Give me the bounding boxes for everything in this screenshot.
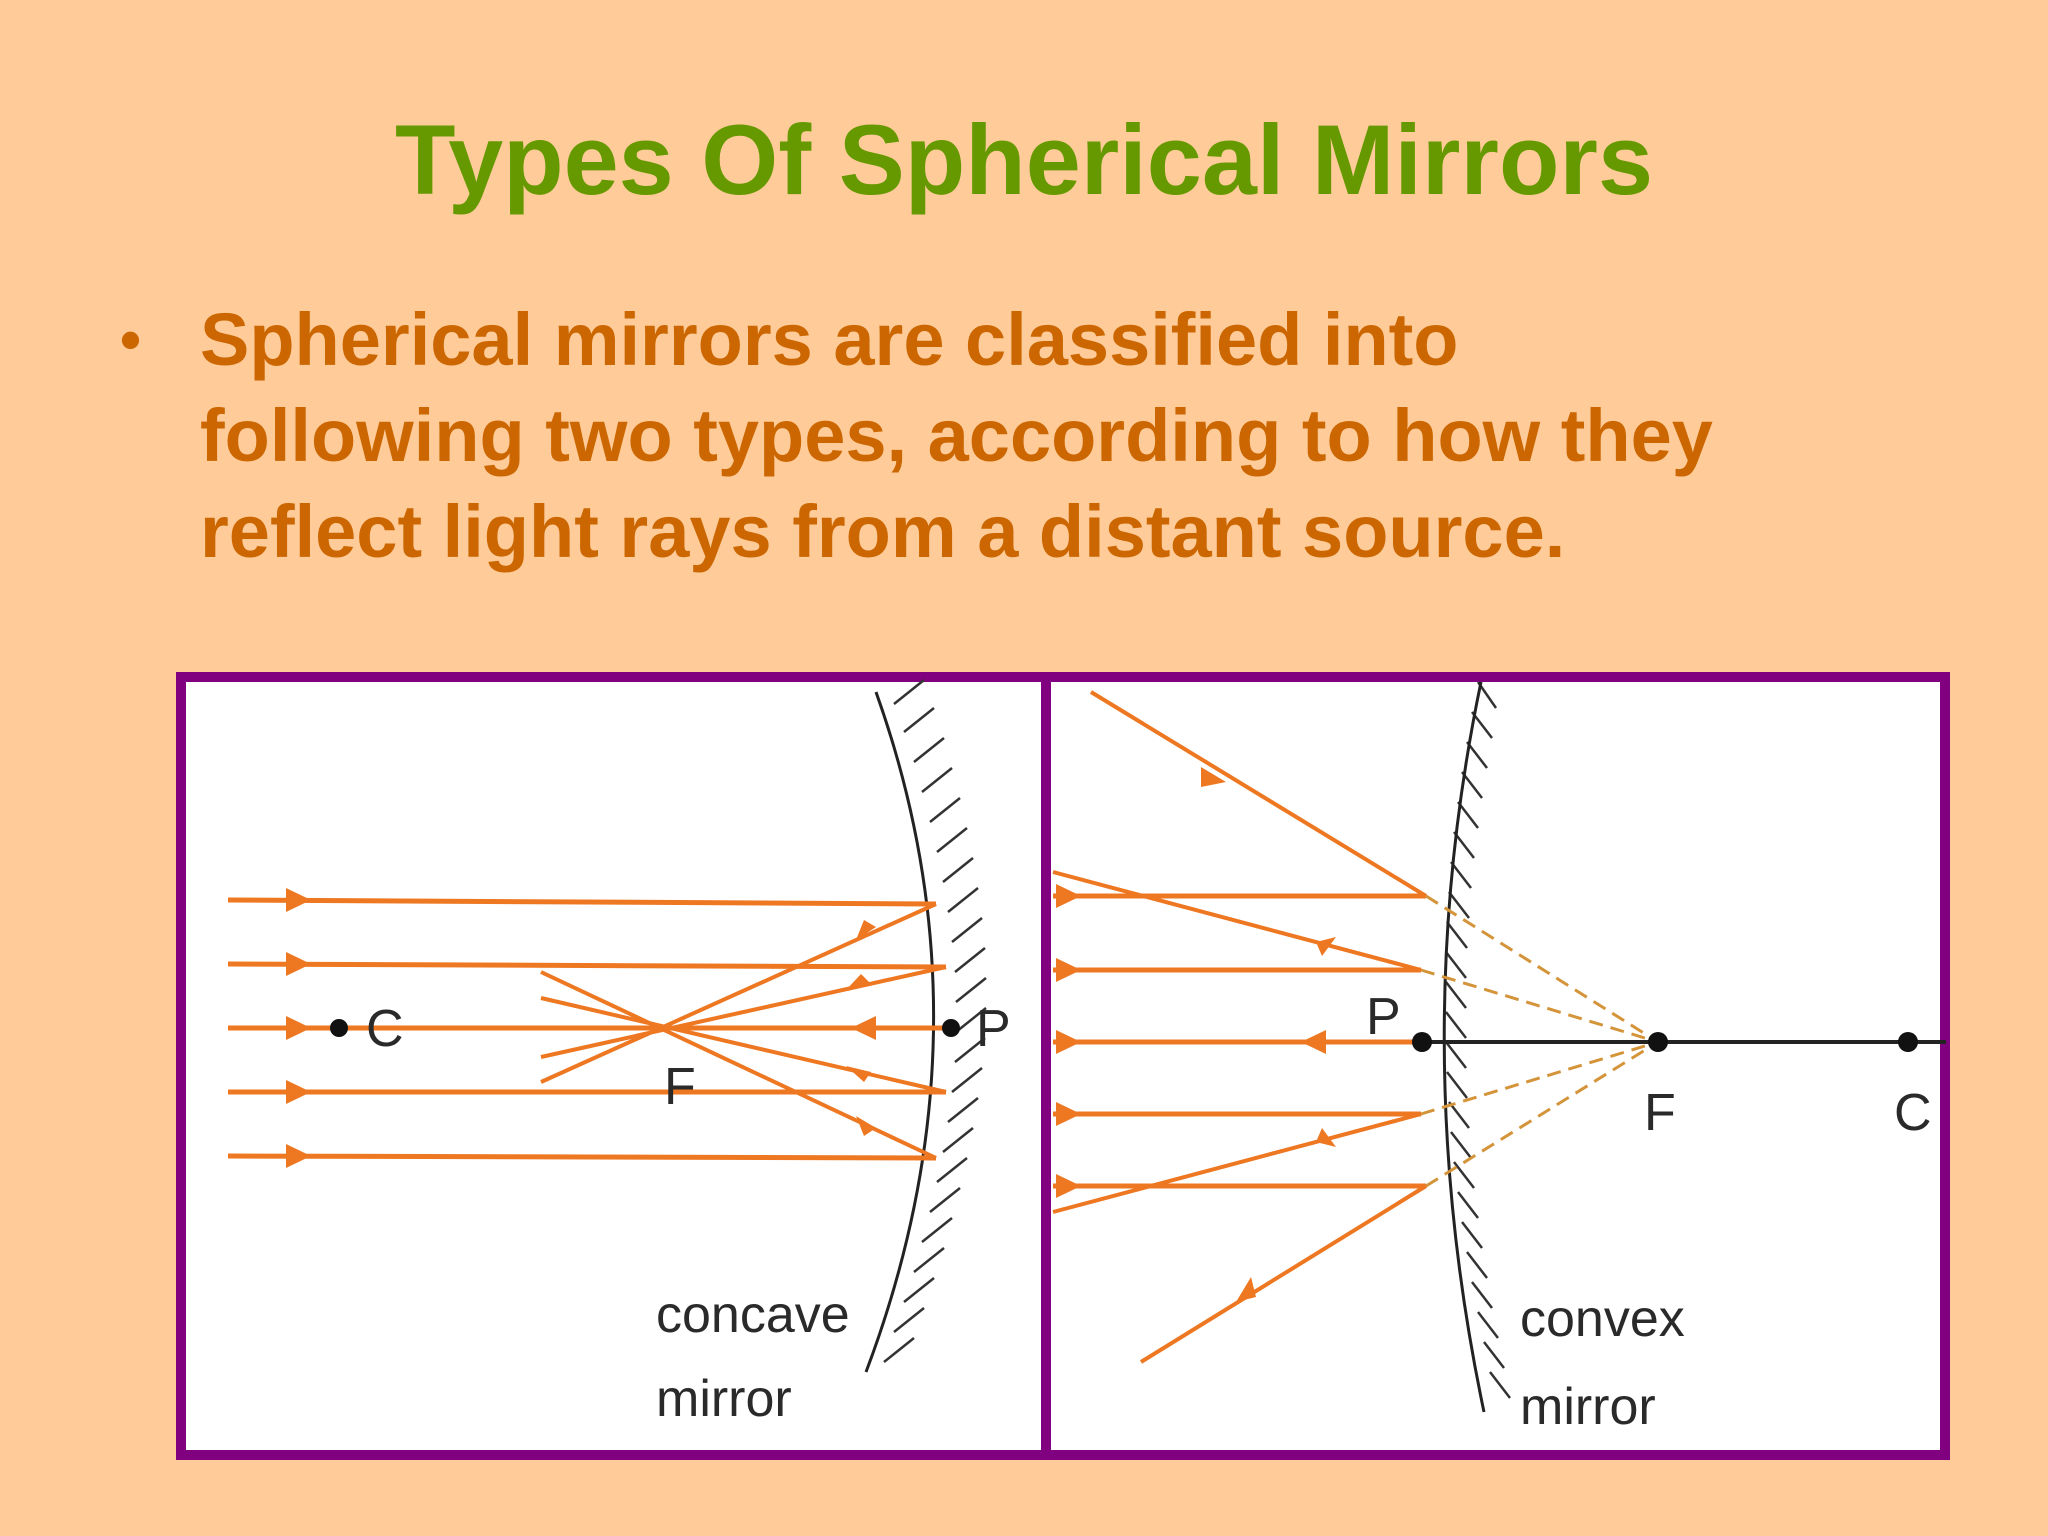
concave-mirror-diagram: C F P concave mirror <box>227 679 1011 1428</box>
concave-focus-label: F <box>664 1058 696 1116</box>
concave-caption-line2: mirror <box>656 1370 792 1428</box>
concave-hatching <box>883 679 987 1363</box>
convex-caption-line2: mirror <box>1520 1378 1656 1436</box>
bullet-text: Spherical mirrors are classified into fo… <box>200 292 1920 580</box>
convex-mirror-diagram: P F C convex mirror <box>1052 681 1946 1436</box>
concave-caption-line1: concave <box>656 1286 850 1344</box>
concave-center-label: C <box>366 1000 404 1058</box>
diagram-frame <box>176 672 1950 1460</box>
slide-title: Types Of Spherical Mirrors <box>394 104 1654 215</box>
concave-pole-label: P <box>976 1000 1011 1058</box>
mirror-diagrams-figure: C F P concave mirror <box>176 672 1950 1460</box>
convex-caption-line1: convex <box>1520 1290 1685 1348</box>
bullet-line: reflect light rays from a distant source… <box>200 490 1566 573</box>
convex-mirror-curve <box>1442 681 1486 1413</box>
convex-pole-label: P <box>1366 988 1401 1046</box>
bullet-line: Spherical mirrors are classified into <box>200 298 1459 381</box>
bullet-line: following two types, according to how th… <box>200 394 1713 477</box>
convex-focus-label: F <box>1644 1084 1676 1142</box>
bullet-icon: • <box>120 306 142 373</box>
convex-center-label: C <box>1894 1084 1932 1142</box>
